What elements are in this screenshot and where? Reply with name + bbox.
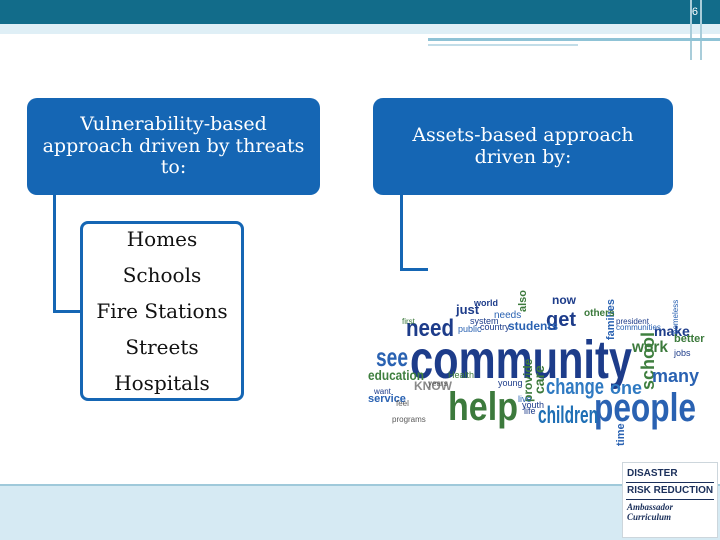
word-want: want [373,387,392,396]
header-divider [690,0,692,60]
word-help: help [448,385,518,429]
logo-divider [626,482,714,483]
list-item-fire-stations: Fire Stations [96,299,228,323]
assets-approach-box[interactable]: Assets-based approach driven by: [373,98,673,195]
word-care: care [531,365,547,394]
word-live: live [518,394,532,404]
word-just: just [455,302,480,317]
word-youth: youth [522,400,544,410]
word-now: now [552,293,577,307]
word-first: first [402,317,416,326]
word-feel: feel [396,399,409,408]
word-jobs: jobs [673,348,691,358]
word-families: families [605,299,617,340]
word-change: change [546,374,604,399]
word-time: time [615,423,627,446]
word-better: better [674,333,705,345]
list-item-hospitals: Hospitals [114,371,210,395]
word-years: years [428,379,448,388]
list-item-streets: Streets [125,335,199,359]
word-country: country [480,322,510,332]
word-president: president [616,317,650,326]
threats-list-box[interactable]: Homes Schools Fire Stations Streets Hosp… [80,221,244,401]
word-community: community [410,330,632,390]
word-health: Health [448,370,474,380]
logo-line-disaster: DISASTER [627,468,678,479]
word-one: one [610,378,642,398]
left-connector-horizontal [53,310,81,313]
left-connector-vertical [53,195,56,313]
word-world: world [473,298,498,308]
word-public: public [458,324,482,334]
word-many: many [652,366,699,386]
word-others: others [584,308,615,319]
word-school: school [638,332,658,390]
word-young: young [498,378,523,388]
list-item-schools: Schools [122,263,202,287]
word-know: KNOW [414,379,453,393]
footer-band [0,484,720,540]
word-work: work [631,339,668,356]
word-needs: needs [494,310,521,321]
word-get: get [546,309,576,331]
word-students: students [508,319,558,333]
word-communities: communities [616,323,661,332]
word-make: make [654,323,690,339]
footer-rule [0,484,720,486]
logo-line-risk-reduction: RISK REDUCTION [627,485,714,496]
header-rule [428,44,578,46]
community-word-cloud: community people help need see change ch… [368,290,705,446]
assets-approach-title: Assets-based approach driven by: [412,123,634,168]
word-see: see [376,342,408,372]
word-provide: provide [521,358,535,402]
logo-line-curriculum: Ambassador Curriculum [627,502,674,522]
word-people: people [594,386,696,430]
right-connector-vertical [400,195,403,271]
word-also: also [517,290,529,312]
word-system: system [470,316,499,326]
header-band [0,0,720,24]
word-homeless: homeless [671,300,680,334]
vulnerability-approach-title: Vulnerability-based approach driven by t… [42,112,305,179]
drr-ambassador-logo: DISASTER RISK REDUCTION Ambassador Curri… [622,462,718,538]
word-children: children [538,402,598,429]
header-subband [0,24,720,34]
word-need: need [406,315,454,342]
word-education: education [368,367,424,383]
word-service: service [368,393,406,405]
header-rule [428,38,720,41]
word-programs: programs [392,415,426,424]
list-item-homes: Homes [126,227,198,251]
header-divider [700,0,702,60]
right-connector-horizontal [400,268,428,271]
logo-divider [626,499,714,500]
word-life: life [524,406,536,416]
vulnerability-approach-box[interactable]: Vulnerability-based approach driven by t… [27,98,320,195]
slide-number: 6 [691,6,698,18]
